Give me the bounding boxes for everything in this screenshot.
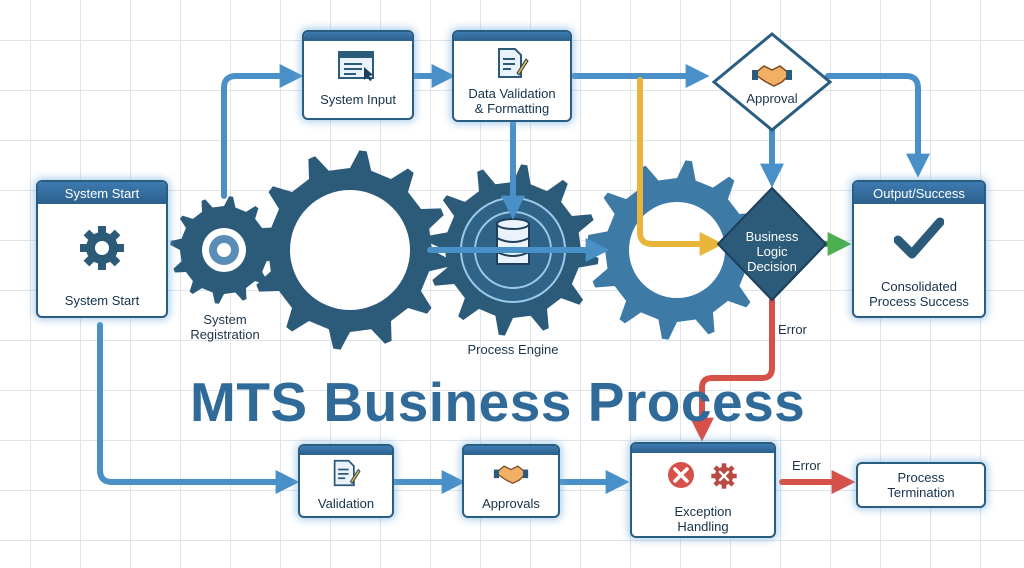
system-registration-label-2: Registration <box>190 327 260 342</box>
error-label-bottom: Error <box>792 458 821 473</box>
exception-handling-label-1: Exception <box>674 504 732 519</box>
output-success-label-2: Process Success <box>869 294 969 309</box>
exception-handling-box[interactable]: Exception Handling <box>630 442 776 538</box>
approvals-label: Approvals <box>482 496 540 511</box>
business-logic-label-2: Logic <box>756 244 788 259</box>
gear-icon <box>76 222 128 279</box>
exception-handling-label-2: Handling <box>677 519 729 534</box>
handshake-icon <box>752 65 792 87</box>
error-gear-icon <box>709 461 739 496</box>
process-engine-label: Process Engine <box>467 342 559 357</box>
error-x-icon <box>667 461 695 496</box>
business-logic-label-1: Business <box>745 229 799 244</box>
validation-label: Validation <box>317 496 375 511</box>
data-validation-box[interactable]: Data Validation & Formatting <box>452 30 572 122</box>
system-start-header: System Start <box>38 182 166 204</box>
data-validation-label-2: & Formatting <box>474 101 550 116</box>
system-input-label: System Input <box>320 92 396 107</box>
handshake-icon <box>491 461 531 490</box>
form-window-icon <box>338 51 378 86</box>
approvals-box[interactable]: Approvals <box>462 444 560 518</box>
system-start-box[interactable]: System Start System Start <box>36 180 168 318</box>
output-success-header: Output/Success <box>854 182 984 204</box>
process-termination-label-2: Termination <box>887 485 955 500</box>
process-termination-box[interactable]: Process Termination <box>856 462 986 508</box>
output-success-box[interactable]: Output/Success Consolidated Process Succ… <box>852 180 986 318</box>
checkmark-icon <box>893 216 945 265</box>
approval-label: Approval <box>746 91 798 106</box>
business-logic-label-3: Decision <box>747 259 797 274</box>
validation-box[interactable]: Validation <box>298 444 394 518</box>
system-registration-label-1: System <box>203 312 247 327</box>
process-termination-label-1: Process <box>897 470 945 485</box>
output-success-label-1: Consolidated <box>881 279 957 294</box>
document-edit-icon <box>495 47 529 84</box>
database-icon <box>496 218 530 265</box>
business-logic-diamond <box>716 186 828 302</box>
error-label-top: Error <box>778 322 807 337</box>
document-edit-icon <box>331 459 361 492</box>
data-validation-label-1: Data Validation <box>468 86 556 101</box>
system-input-box[interactable]: System Input <box>302 30 414 120</box>
diagram-title: MTS Business Process <box>190 371 806 433</box>
system-start-label: System Start <box>64 293 140 308</box>
